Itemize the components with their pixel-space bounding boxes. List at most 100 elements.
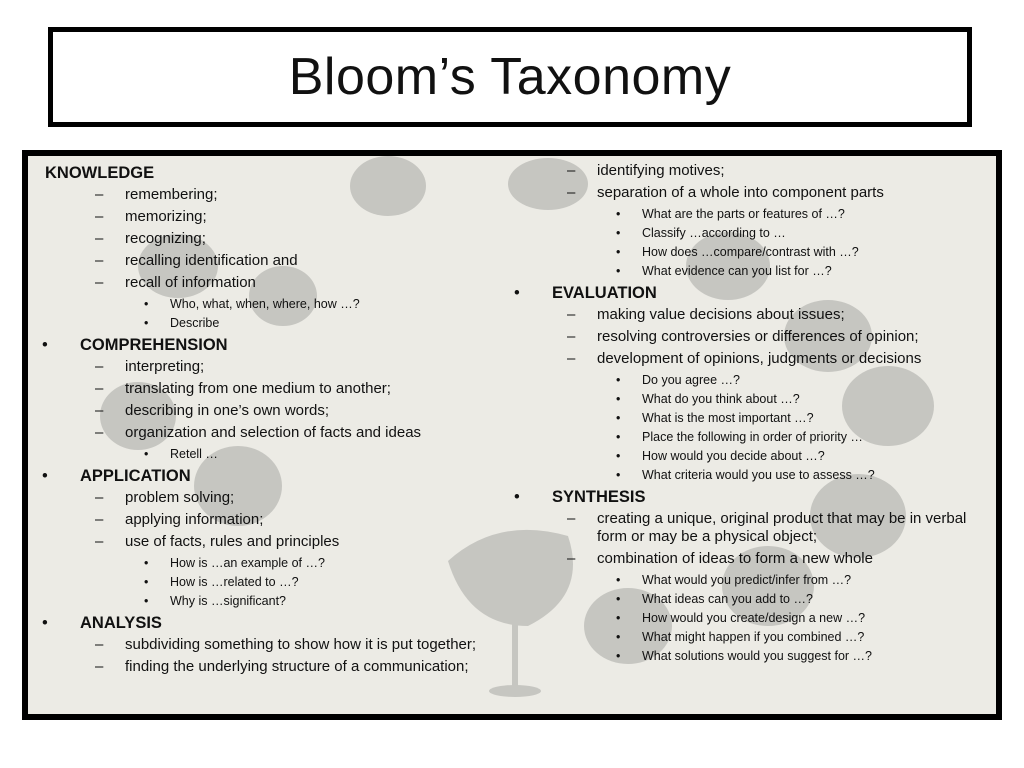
item-text: What criteria would you use to assess …? [642,468,875,482]
sub-item: – translating from one medium to another; [40,380,480,398]
item-text: How is …related to …? [170,575,299,589]
category-heading: • COMPREHENSION [40,334,480,356]
question-item: • What ideas can you add to …? [512,591,982,608]
question-item: • Classify …according to … [512,225,982,242]
item-text: development of opinions, judgments or de… [597,350,922,367]
item-text: recall of information [125,274,256,291]
item-text: remembering; [125,186,218,203]
dash-marker: – [567,162,576,179]
question-item: •What is the most important …? [512,410,982,427]
item-text: combination of ideas to form a new whole [597,550,873,567]
item-text: Why is …significant? [170,594,287,608]
item-text: SYNTHESIS [552,488,646,506]
bullet-marker: • [616,449,621,463]
right-column: – identifying motives; – separation of a wh… [512,160,982,667]
item-text: recalling identification and [125,252,298,269]
question-item: •Who, what, when, where, how …? [40,296,480,313]
item-text: How would you decide about …? [642,449,825,463]
question-item: •Do you agree …? [512,372,982,389]
question-item: •Describe [40,315,480,332]
item-text: ANALYSIS [80,614,162,632]
item-text: making value decisions about issues; [597,306,845,323]
item-text: Classify …according to … [642,226,786,240]
sub-item: – organization and selection of facts and… [40,424,480,442]
item-text: What is the most important …? [642,411,814,425]
item-text: What ideas can you add to …? [642,592,813,606]
bullet-marker: • [616,630,621,644]
bullet-marker: • [42,614,48,632]
dash-marker: – [95,636,104,653]
bullet-marker: • [616,573,621,587]
item-text: COMPREHENSION [80,336,228,354]
dash-marker: – [95,489,104,506]
category-heading: KNOWLEDGE [40,162,480,184]
item-text: resolving controversies or differences o… [597,328,919,345]
sub-item: – recognizing; [40,230,480,248]
sub-item: – remembering; [40,186,480,204]
dash-marker: – [95,358,104,375]
item-text: What would you predict/infer from …? [642,573,852,587]
question-item: •Why is …significant? [40,593,480,610]
bullet-marker: • [514,488,520,506]
item-text: translating from one medium to another; [125,380,391,397]
slide-title: Bloom’s Taxonomy [288,48,732,106]
sub-item: – resolving controversies or differences … [512,328,982,346]
sub-item: – recalling identification and [40,252,480,270]
question-item: • How is …related to …? [40,574,480,591]
item-text: use of facts, rules and principles [125,533,340,550]
dash-marker: – [95,658,104,675]
sub-item: –finding the underlying structure of a c… [40,658,480,676]
dash-marker: – [567,184,576,201]
item-text: separation of a whole into component par… [597,184,884,201]
dash-marker: – [95,380,104,397]
item-text: Retell … [170,447,218,461]
bullet-marker: • [144,575,149,589]
bullet-marker: • [42,336,48,354]
item-text: Do you agree …? [642,373,740,387]
item-text: What might happen if you combined …? [642,630,865,644]
dash-marker: – [95,511,104,528]
item-text: identifying motives; [597,162,725,179]
dash-marker: – [95,186,104,203]
bullet-marker: • [616,245,621,259]
item-text: How would you create/design a new …? [642,611,866,625]
content-panel: KNOWLEDGE–remembering;–memorizing;–recog… [22,150,1002,720]
item-text: recognizing; [125,230,206,247]
bullet-marker: • [144,447,149,461]
dash-marker: – [95,424,104,441]
dash-marker: – [95,274,104,291]
bullet-marker: • [616,226,621,240]
question-item: •How does …compare/contrast with …? [512,244,982,261]
item-text: organization and selection of facts and … [125,424,422,441]
dash-marker: – [95,252,104,269]
item-text: Who, what, when, where, how …? [170,297,360,311]
item-text: creating a unique, original product that… [597,510,967,545]
question-item: •What are the parts or features of …? [512,206,982,223]
bullet-marker: • [144,316,149,330]
sub-item: –memorizing; [40,208,480,226]
question-item: • What would you predict/infer from …? [512,572,982,589]
item-text: What evidence can you list for …? [642,264,832,278]
question-item: •What solutions would you suggest for …? [512,648,982,665]
item-text: subdividing something to show how it is … [125,636,477,653]
question-item: • Retell … [40,446,480,463]
left-column: KNOWLEDGE–remembering;–memorizing;–recog… [40,160,480,680]
item-text: Place the following in order of priority… [642,430,863,444]
item-text: describing in one’s own words; [125,402,330,419]
item-text: problem solving; [125,489,235,506]
bullet-marker: • [616,592,621,606]
egg-chairs-background-image [100,156,934,697]
bullet-marker: • [616,649,621,663]
dash-marker: – [567,328,576,345]
question-item: • How would you decide about …? [512,448,982,465]
sub-item: – separation of a whole into component pa… [512,184,982,202]
item-text: memorizing; [125,208,207,225]
question-item: •What evidence can you list for …? [512,263,982,280]
item-text: APPLICATION [80,467,191,485]
dash-marker: – [95,402,104,419]
sub-item: – problem solving; [40,489,480,507]
item-text: What are the parts or features of …? [642,207,845,221]
sub-item: – identifying motives; [512,162,982,180]
category-heading: •EVALUATION [512,282,982,304]
dash-marker: – [95,230,104,247]
